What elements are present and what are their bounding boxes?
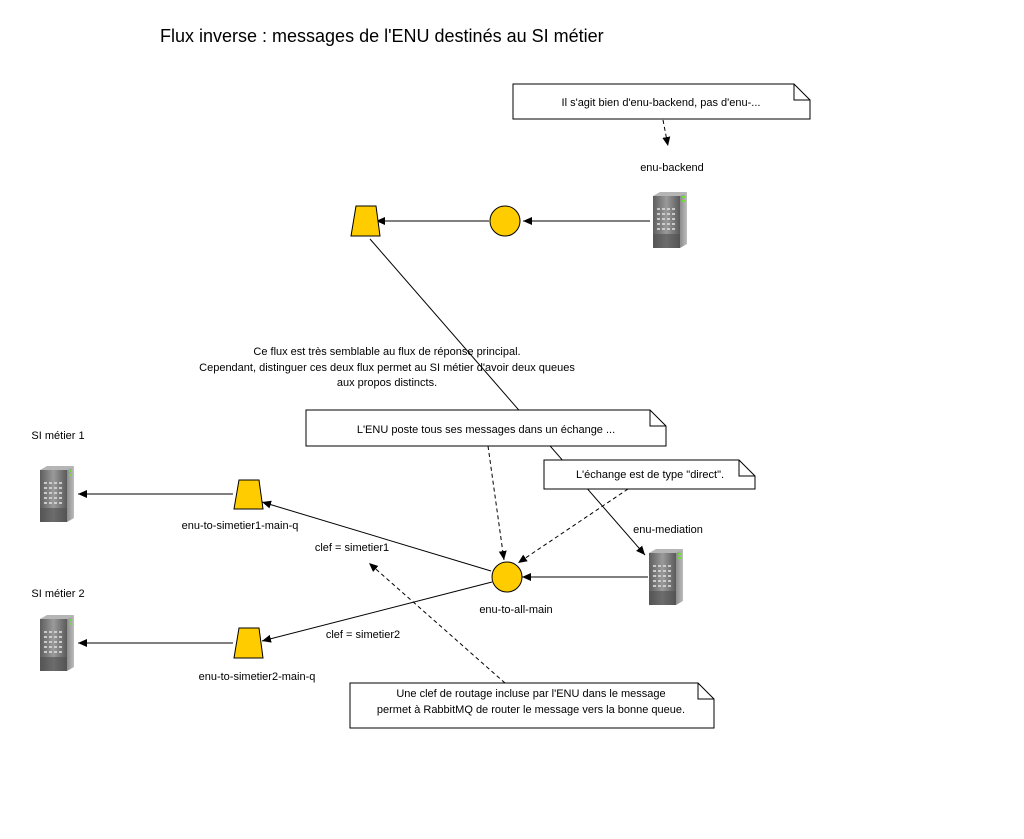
arrow-backend-queue-to-mediation (369, 238, 646, 556)
edge-label-key-simetier2: clef = simetier2 (326, 629, 400, 641)
exchange-icon (491, 561, 523, 593)
si-metier-1-label: SI métier 1 (31, 430, 84, 442)
si-metier-1-node[interactable]: SI métier 1 (31, 430, 85, 522)
note-direct-text: L'échange est de type "direct". (576, 469, 724, 481)
backend-queue-icon[interactable] (350, 205, 381, 237)
note-link-routing (368, 562, 506, 684)
arrow-all-main-to-queue2 (261, 581, 493, 643)
enu-mediation-label: enu-mediation (633, 524, 703, 536)
queue-icon (233, 627, 264, 659)
enu-backend-node[interactable]: enu-backend (640, 162, 704, 248)
server-icon (40, 466, 74, 522)
arrow-all-main-to-queue1 (261, 500, 492, 572)
comment-line-3: aux propos distincts. (337, 377, 437, 389)
note-post-text: L'ENU poste tous ses messages dans un éc… (357, 424, 615, 436)
note-post: L'ENU poste tous ses messages dans un éc… (305, 409, 667, 447)
comment-line-2: Cependant, distinguer ces deux flux perm… (199, 362, 575, 374)
comment-line-1: Ce flux est très semblable au flux de ré… (253, 346, 520, 358)
edge-label-key-simetier1: clef = simetier1 (315, 542, 389, 554)
note-link-direct (517, 488, 629, 564)
note-link-backend (662, 119, 671, 147)
backend-exchange-icon[interactable] (489, 205, 521, 237)
note-routing: Une clef de routage incluse par l'ENU da… (349, 682, 715, 729)
note-backend: Il s'agit bien d'enu-backend, pas d'enu-… (512, 83, 811, 120)
connections (78, 217, 650, 647)
queue-simetier1-label: enu-to-simetier1-main-q (182, 520, 299, 532)
server-icon (649, 549, 683, 605)
queue-simetier2-node[interactable]: enu-to-simetier2-main-q (199, 627, 316, 683)
si-metier-2-label: SI métier 2 (31, 588, 84, 600)
note-routing-line-1: Une clef de routage incluse par l'ENU da… (396, 688, 665, 700)
note-links (368, 119, 671, 684)
queue-simetier2-label: enu-to-simetier2-main-q (199, 671, 316, 683)
note-backend-text: Il s'agit bien d'enu-backend, pas d'enu-… (562, 97, 761, 109)
enu-to-all-main-node[interactable]: enu-to-all-main (479, 561, 553, 616)
note-direct: L'échange est de type "direct". (543, 459, 756, 490)
server-icon (40, 615, 74, 671)
enu-backend-label: enu-backend (640, 162, 704, 174)
note-routing-line-2: permet à RabbitMQ de router le message v… (377, 704, 685, 716)
note-link-post (487, 445, 507, 561)
comment-text: Ce flux est très semblable au flux de ré… (199, 346, 575, 389)
enu-mediation-node[interactable]: enu-mediation (633, 524, 703, 605)
queue-simetier1-node[interactable]: enu-to-simetier1-main-q (182, 479, 299, 532)
enu-to-all-main-label: enu-to-all-main (479, 604, 552, 616)
si-metier-2-node[interactable]: SI métier 2 (31, 588, 85, 671)
server-icon (653, 192, 687, 248)
diagram-title: Flux inverse : messages de l'ENU destiné… (160, 26, 604, 46)
queue-icon (233, 479, 264, 510)
